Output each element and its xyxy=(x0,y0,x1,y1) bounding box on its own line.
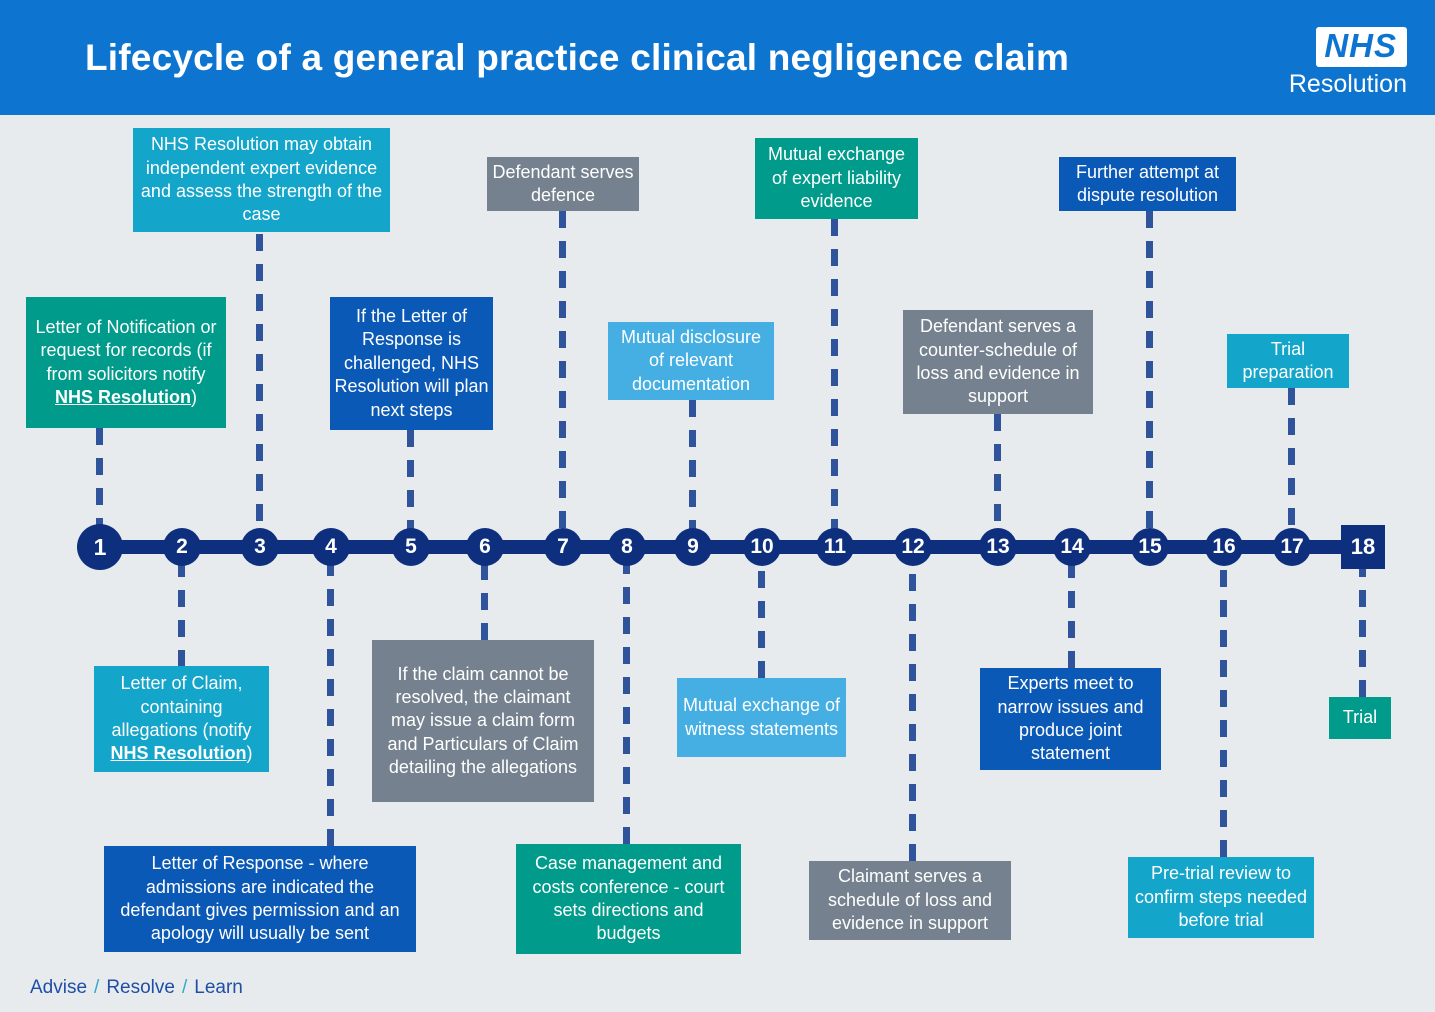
box-experts-meet: Experts meet to narrow issues and produc… xyxy=(980,668,1161,770)
box-claimant-schedule: Claimant serves a schedule of loss and e… xyxy=(809,861,1011,940)
timeline-node-18: 18 xyxy=(1341,525,1385,569)
box-claim-form: If the claim cannot be resolved, the cla… xyxy=(372,640,594,802)
box-expert-liability-evidence: Mutual exchange of expert liability evid… xyxy=(755,138,918,219)
connector-step-1 xyxy=(96,428,103,540)
timeline-node-8: 8 xyxy=(608,528,646,566)
box-text: NHS Resolution may obtain independent ex… xyxy=(140,134,383,225)
connector-step-11 xyxy=(831,219,838,540)
box-text: Case management and costs conference - c… xyxy=(532,853,725,944)
box-text: If the claim cannot be resolved, the cla… xyxy=(387,663,579,778)
footer-tagline: Advise / Resolve / Learn xyxy=(30,977,243,999)
box-text: Trial xyxy=(1342,707,1378,728)
box-trial-preparation: Trial preparation xyxy=(1227,334,1349,388)
connector-step-18 xyxy=(1359,569,1366,697)
box-text: Claimant serves a schedule of loss and e… xyxy=(827,866,993,934)
box-defendant-serves-defence: Defendant serves defence xyxy=(487,157,639,211)
connector-step-9 xyxy=(689,400,696,540)
connector-step-7 xyxy=(559,211,566,540)
timeline-node-16: 16 xyxy=(1205,528,1243,566)
box-letter-of-claim: Letter of Claim, containing allegations … xyxy=(94,666,269,772)
connector-step-4 xyxy=(327,554,334,846)
box-letter-of-notification: Letter of Notification or request for re… xyxy=(26,297,226,428)
nhs-resolution-logo: NHS Resolution xyxy=(1289,27,1407,99)
box-letter-of-response-challenged: If the Letter of Response is challenged,… xyxy=(330,297,493,430)
box-nhs-expert-evidence: NHS Resolution may obtain independent ex… xyxy=(133,128,390,232)
timeline-node-6: 6 xyxy=(466,528,504,566)
timeline-node-4: 4 xyxy=(312,528,350,566)
box-pre-trial-review: Pre-trial review to confirm steps needed… xyxy=(1128,857,1314,938)
box-case-management: Case management and costs conference - c… xyxy=(516,844,741,954)
timeline-node-3: 3 xyxy=(241,528,279,566)
timeline-node-15: 15 xyxy=(1131,528,1169,566)
box-text: Mutual exchange of witness statements xyxy=(682,695,841,739)
connector-step-16 xyxy=(1220,554,1227,857)
box-text: Trial preparation xyxy=(1242,338,1334,382)
box-text: Pre-trial review to confirm steps needed… xyxy=(1134,863,1308,931)
connector-step-13 xyxy=(994,414,1001,540)
timeline-node-10: 10 xyxy=(743,528,781,566)
box-counter-schedule: Defendant serves a counter-schedule of l… xyxy=(903,310,1093,414)
page-title: Lifecycle of a general practice clinical… xyxy=(85,36,1070,78)
box-text: Letter of Claim, containing allegations … xyxy=(110,673,253,764)
connector-step-6 xyxy=(481,554,488,640)
footer-learn: Learn xyxy=(194,977,243,998)
footer-separator: / xyxy=(181,977,188,998)
nhs-resolution-link[interactable]: NHS Resolution xyxy=(110,743,247,764)
box-text: Letter of Notification or request for re… xyxy=(35,316,217,407)
connector-step-8 xyxy=(623,554,630,844)
box-text: Further attempt at dispute resolution xyxy=(1075,161,1220,205)
timeline-node-12: 12 xyxy=(894,528,932,566)
box-text: Letter of Response - where admissions ar… xyxy=(120,853,400,944)
timeline-node-5: 5 xyxy=(392,528,430,566)
timeline-node-14: 14 xyxy=(1053,528,1091,566)
box-text: Defendant serves defence xyxy=(492,161,634,205)
connector-step-3 xyxy=(256,234,263,540)
timeline-node-13: 13 xyxy=(979,528,1017,566)
box-text: If the Letter of Response is challenged,… xyxy=(334,306,489,420)
box-trial: Trial xyxy=(1329,697,1391,739)
box-text: Mutual disclosure of relevant documentat… xyxy=(620,326,762,394)
connector-step-14 xyxy=(1068,554,1075,668)
connector-step-2 xyxy=(178,554,185,667)
header: Lifecycle of a general practice clinical… xyxy=(0,0,1435,115)
timeline-node-9: 9 xyxy=(674,528,712,566)
timeline-node-7: 7 xyxy=(544,528,582,566)
timeline-node-1: 1 xyxy=(77,524,123,570)
timeline-node-17: 17 xyxy=(1273,528,1311,566)
connector-step-15 xyxy=(1146,211,1153,540)
connector-step-5 xyxy=(407,430,414,540)
box-text: Defendant serves a counter-schedule of l… xyxy=(916,316,1080,407)
connector-step-10 xyxy=(758,554,765,678)
footer-advise: Advise xyxy=(30,977,88,998)
nhs-logo-subtitle: Resolution xyxy=(1288,70,1407,99)
nhs-logo-icon: NHS xyxy=(1316,27,1407,68)
footer-resolve: Resolve xyxy=(106,977,175,998)
box-text: Experts meet to narrow issues and produc… xyxy=(997,673,1144,764)
timeline-bar xyxy=(98,540,1365,554)
box-text: Mutual exchange of expert liability evid… xyxy=(767,144,906,212)
box-mutual-disclosure: Mutual disclosure of relevant documentat… xyxy=(608,322,774,400)
connector-step-12 xyxy=(909,554,916,861)
timeline-node-11: 11 xyxy=(816,528,854,566)
box-dispute-resolution: Further attempt at dispute resolution xyxy=(1059,157,1236,211)
footer-separator: / xyxy=(94,977,100,998)
box-witness-statements: Mutual exchange of witness statements xyxy=(677,678,846,757)
nhs-resolution-link[interactable]: NHS Resolution xyxy=(54,386,191,407)
timeline-node-2: 2 xyxy=(163,528,201,566)
box-letter-of-response: Letter of Response - where admissions ar… xyxy=(104,846,416,952)
connector-step-17 xyxy=(1288,388,1295,540)
